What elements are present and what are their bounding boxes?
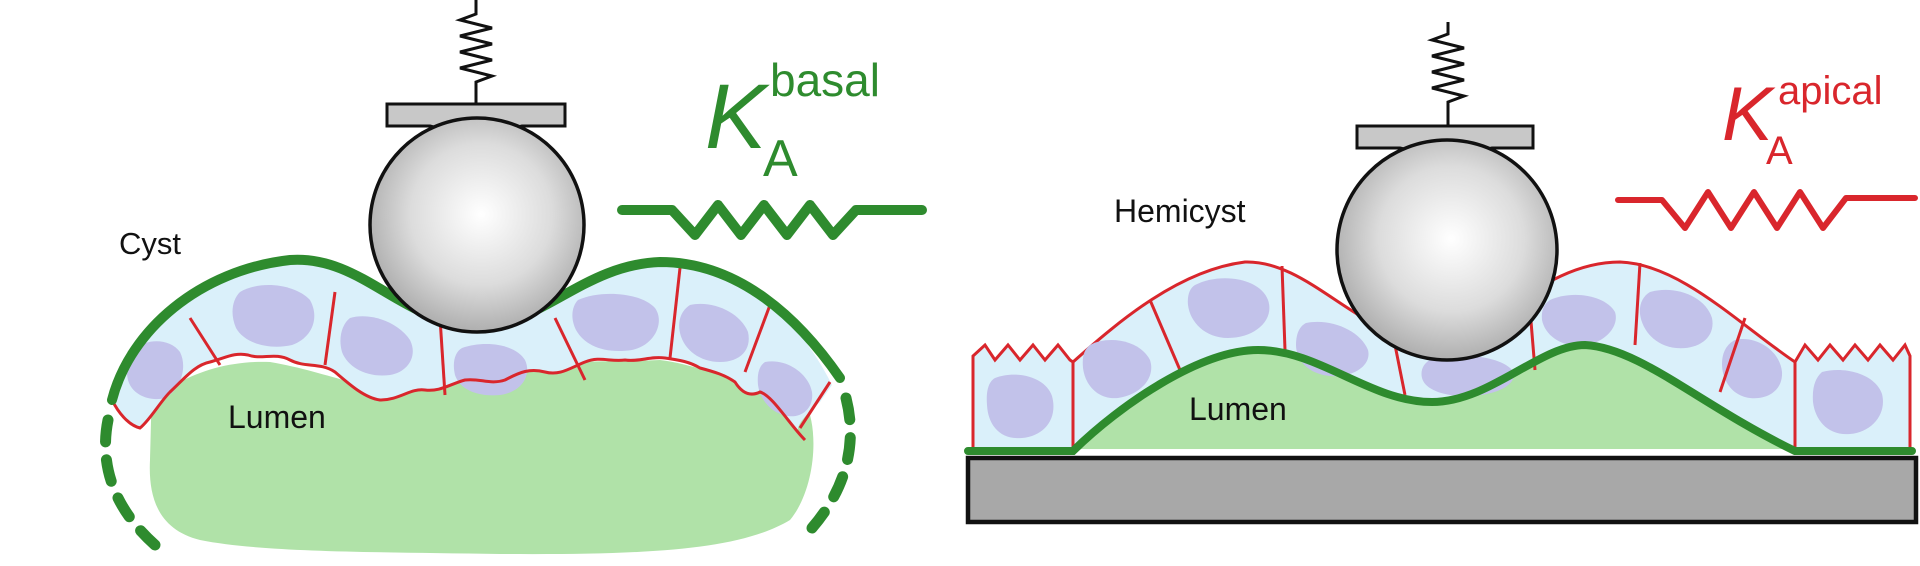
hemicyst-nuclei — [986, 278, 1883, 439]
hemicyst-label: Hemicyst — [1114, 193, 1246, 229]
substrate-icon — [965, 455, 1919, 525]
nucleus — [679, 303, 749, 362]
afm-probe-right — [1335, 22, 1559, 362]
hemicyst-basal-membrane — [964, 340, 1916, 455]
nucleus — [1722, 339, 1783, 399]
hemicyst-lumen — [1073, 345, 1795, 449]
hemicyst-modulus-symbol: K — [1722, 72, 1776, 157]
afm-spring-icon — [1426, 22, 1470, 126]
cyst-modulus-subscript: A — [763, 130, 798, 188]
hemicyst-modulus-superscript: apical — [1778, 69, 1883, 113]
basal-spring-icon — [617, 200, 927, 240]
nucleus — [1639, 289, 1713, 349]
cyst-lateral-membranes — [188, 267, 832, 429]
hemicyst-modulus-subscript: A — [1766, 129, 1793, 173]
cyst-modulus-superscript: basal — [770, 54, 880, 106]
nucleus — [126, 341, 184, 400]
cyst-basal-membrane-dashed-left — [100, 414, 161, 551]
nucleus — [986, 374, 1054, 439]
nucleus — [232, 285, 315, 347]
afm-spring-icon — [454, 0, 498, 104]
nucleus — [453, 344, 528, 396]
nucleus — [1187, 278, 1270, 338]
nucleus — [340, 316, 413, 376]
cyst-label: Cyst — [119, 226, 181, 261]
apical-spring-icon — [1615, 189, 1918, 231]
indenter-sphere-icon — [368, 116, 586, 334]
hemicyst-lumen-label: Lumen — [1189, 391, 1287, 427]
nucleus — [572, 293, 659, 352]
nucleus — [757, 361, 813, 417]
nucleus — [1812, 370, 1883, 435]
nucleus — [1541, 294, 1616, 346]
cyst-apical-membrane — [110, 352, 807, 442]
cyst-panel: K A basal Cyst Lumen — [100, 0, 927, 555]
cyst-lumen — [149, 360, 814, 555]
cyst-nuclei — [126, 285, 813, 417]
cyst-basal-membrane-dashed-right — [806, 392, 856, 534]
nucleus — [1082, 340, 1152, 399]
cyst-lumen-label: Lumen — [228, 399, 326, 435]
cyst-modulus-symbol: K — [705, 66, 770, 168]
afm-probe-left — [368, 0, 586, 334]
hemicyst-panel: K A apical Hemicyst Lumen — [964, 22, 1919, 525]
indenter-sphere-icon — [1335, 138, 1559, 362]
